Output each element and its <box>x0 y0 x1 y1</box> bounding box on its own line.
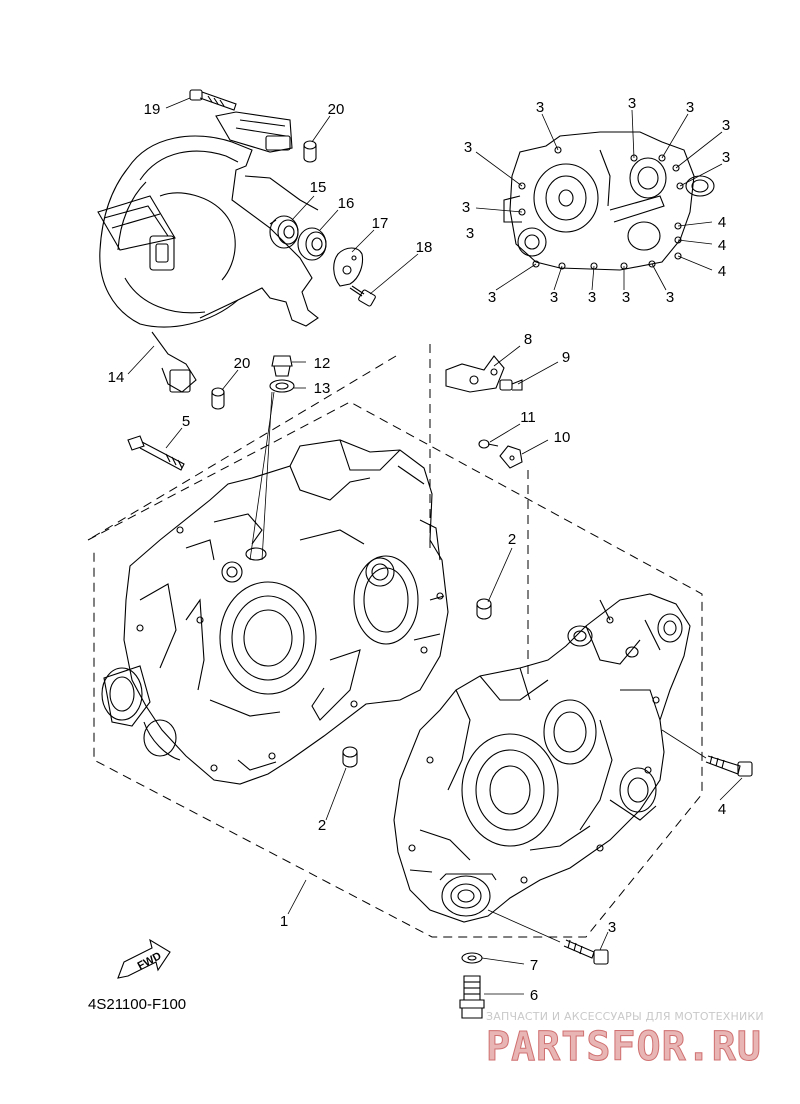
crankcase-cover-assembly <box>97 111 319 393</box>
callout-20-top: 20 <box>328 101 345 118</box>
washer-part-13 <box>269 379 295 393</box>
screw-part-18 <box>349 285 376 307</box>
crankcase-right-half <box>393 593 691 923</box>
callout-9: 9 <box>562 349 570 366</box>
callout-15: 15 <box>310 179 327 196</box>
callout-small-3: 3 <box>550 289 558 306</box>
watermark-brand: PARTSFOR.RU <box>486 1024 762 1071</box>
bolt-part-5 <box>127 435 185 471</box>
callout-labels: 19 20 15 16 17 18 14 20 12 13 5 8 9 11 1… <box>108 95 731 1004</box>
callout-2-right: 2 <box>508 531 516 548</box>
callout-small-4: 4 <box>718 214 726 231</box>
callout-13: 13 <box>314 380 331 397</box>
dowel-pin-part-2-lower <box>342 746 358 768</box>
callout-19: 19 <box>144 101 161 118</box>
screw-part-11 <box>478 439 499 449</box>
callout-14: 14 <box>108 369 125 386</box>
fwd-arrow-icon <box>117 938 171 979</box>
plate-part-17 <box>333 247 364 287</box>
callout-17: 17 <box>372 215 389 232</box>
callout-small-3: 3 <box>666 289 674 306</box>
callout-12: 12 <box>314 355 331 372</box>
washer-part-7 <box>461 952 483 964</box>
plug-part-12 <box>271 355 293 377</box>
callout-small-3: 3 <box>466 225 474 242</box>
callout-small-3: 3 <box>464 139 472 156</box>
callout-20-lower: 20 <box>234 355 251 372</box>
callout-6: 6 <box>530 987 538 1004</box>
callout-3: 3 <box>608 919 616 936</box>
callout-2-lower: 2 <box>318 817 326 834</box>
bolt-part-19 <box>189 89 237 111</box>
callout-5: 5 <box>182 413 190 430</box>
assembly-dashed-outline <box>87 344 703 938</box>
callout-16: 16 <box>338 195 355 212</box>
callout-small-3: 3 <box>628 95 636 112</box>
bolt-part-4 <box>705 755 753 777</box>
fwd-label: FWD <box>136 950 164 972</box>
callout-4: 4 <box>718 801 726 818</box>
callout-small-3: 3 <box>588 289 596 306</box>
callout-1: 1 <box>280 913 288 930</box>
dowel-pin-part-20-top <box>303 140 317 163</box>
leader-lines <box>127 97 743 995</box>
drain-bolt-part-6 <box>459 975 485 1019</box>
bolt-position-view <box>503 131 715 271</box>
bolt-part-9 <box>499 379 523 391</box>
bearing-part-15 <box>269 215 299 249</box>
dowel-pin-part-20-lower <box>211 387 225 410</box>
callout-small-3: 3 <box>722 149 730 166</box>
watermark-subtitle: ЗАПЧАСТИ И АКСЕССУАРЫ ДЛЯ МОТОТЕХНИКИ <box>486 1010 764 1023</box>
callout-small-4: 4 <box>718 237 726 254</box>
callout-7: 7 <box>530 957 538 974</box>
callout-10: 10 <box>554 429 571 446</box>
callout-11: 11 <box>520 409 536 426</box>
callout-18: 18 <box>416 239 433 256</box>
callout-small-3: 3 <box>488 289 496 306</box>
bolt-part-3 <box>563 939 609 965</box>
clip-part-10 <box>499 445 523 469</box>
crankcase-left-half <box>101 439 449 785</box>
bearing-part-16 <box>297 227 327 261</box>
callout-small-4: 4 <box>718 263 726 280</box>
bracket-part-8 <box>445 355 505 393</box>
callout-small-3: 3 <box>536 99 544 116</box>
callout-small-3: 3 <box>722 117 730 134</box>
callout-small-3: 3 <box>686 99 694 116</box>
callout-small-3: 3 <box>622 289 630 306</box>
dowel-pin-part-2-right <box>476 598 492 620</box>
callout-8: 8 <box>524 331 532 348</box>
figure-code: 4S21100-F100 <box>88 996 187 1013</box>
callout-small-3: 3 <box>462 199 470 216</box>
